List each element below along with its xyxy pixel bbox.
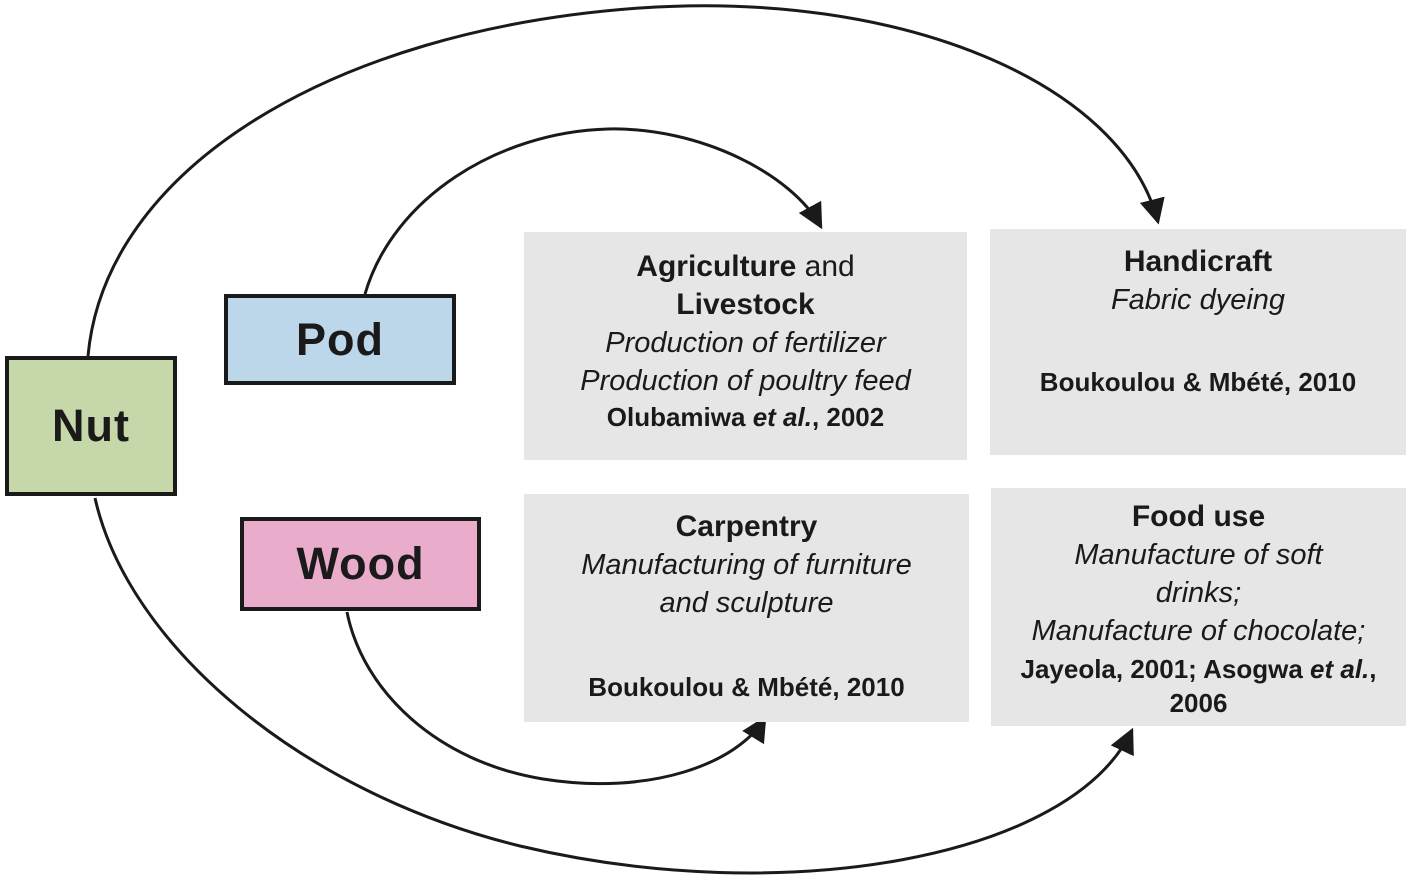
node-nut: Nut bbox=[5, 356, 177, 496]
panel-food-use: Food use Manufacture of soft drinks; Man… bbox=[991, 488, 1406, 726]
handicraft-detail-1: Fabric dyeing bbox=[1110, 284, 1286, 316]
food-use-ref-etal: et al. bbox=[1310, 654, 1370, 684]
agriculture-ref-etal: et al. bbox=[752, 402, 812, 432]
food-use-title: Food use bbox=[1131, 500, 1266, 533]
agriculture-detail-1: Production of fertilizer bbox=[605, 327, 886, 359]
food-use-reference: Jayeola, 2001; Asogwa et al., bbox=[991, 652, 1406, 686]
carpentry-reference: Boukoulou & Mbété, 2010 bbox=[588, 672, 905, 702]
food-use-reference-year: 2006 bbox=[1169, 688, 1228, 718]
agriculture-ref-author: Olubamiwa bbox=[606, 402, 753, 432]
agriculture-title-bold: Agriculture bbox=[636, 250, 797, 283]
food-use-ref-authors: Jayeola, 2001; Asogwa bbox=[1020, 654, 1311, 684]
node-wood-label: Wood bbox=[296, 538, 425, 589]
node-pod-label: Pod bbox=[296, 313, 384, 365]
agriculture-ref-year: , 2002 bbox=[811, 402, 885, 432]
agriculture-detail-2: Production of poultry feed bbox=[580, 365, 911, 397]
agriculture-reference: Olubamiwa et al., 2002 bbox=[524, 400, 967, 434]
node-wood: Wood bbox=[240, 517, 481, 611]
agriculture-title-and: and bbox=[796, 250, 855, 283]
food-use-detail-3: Manufacture of chocolate; bbox=[1031, 615, 1366, 647]
handicraft-reference: Boukoulou & Mbété, 2010 bbox=[1039, 367, 1357, 397]
panel-agriculture-livestock: Agriculture and Livestock Production of … bbox=[524, 232, 967, 460]
handicraft-title: Handicraft bbox=[1123, 245, 1273, 278]
arrow-nut-to-food-use bbox=[93, 497, 1134, 875]
carpentry-detail-1: Manufacturing of furniture bbox=[581, 549, 912, 581]
agriculture-title-line2: Livestock bbox=[676, 288, 815, 321]
carpentry-title: Carpentry bbox=[675, 510, 818, 543]
food-use-detail-1: Manufacture of soft bbox=[1074, 539, 1323, 571]
arrow-wood-to-carpentry bbox=[345, 611, 767, 786]
food-use-detail-2: drinks; bbox=[1155, 577, 1242, 609]
arrow-nut-to-handicraft bbox=[86, 4, 1165, 357]
node-pod: Pod bbox=[224, 294, 456, 385]
arrow-pod-to-agriculture bbox=[363, 127, 823, 295]
panel-carpentry: Carpentry Manufacturing of furniture and… bbox=[524, 494, 969, 722]
panel-handicraft: Handicraft Fabric dyeing Boukoulou & Mbé… bbox=[990, 229, 1406, 455]
food-use-ref-comma: , bbox=[1369, 654, 1377, 684]
carpentry-detail-2: and sculpture bbox=[659, 587, 834, 619]
node-nut-label: Nut bbox=[52, 400, 130, 451]
agriculture-title-line1: Agriculture and bbox=[524, 248, 967, 286]
